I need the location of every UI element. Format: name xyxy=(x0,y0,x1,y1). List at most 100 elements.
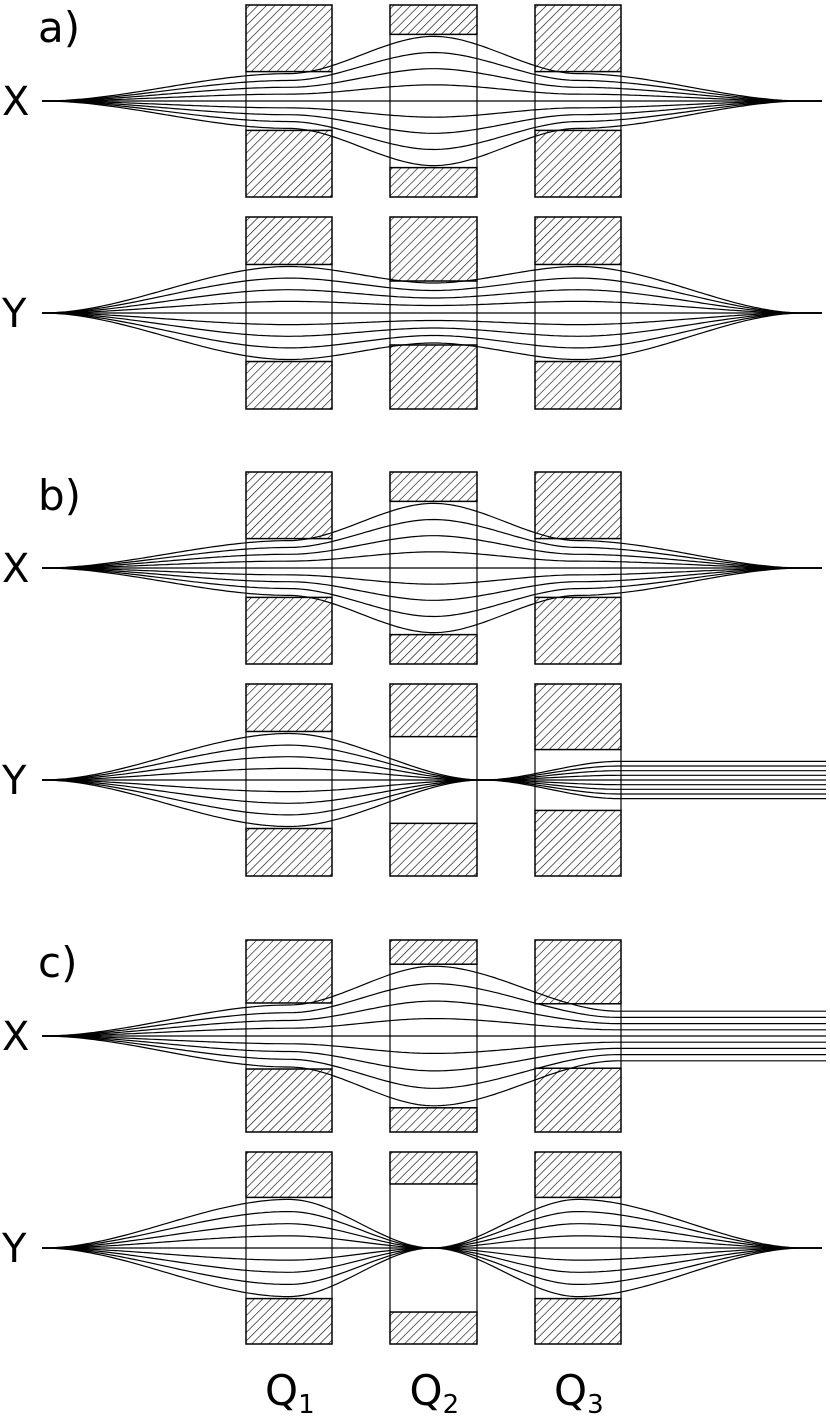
beam-ray xyxy=(42,1035,826,1072)
plane-label: Y xyxy=(1,291,27,337)
beam-ray xyxy=(42,1000,826,1037)
panel-label: b) xyxy=(38,471,81,520)
quadrupole-2 xyxy=(389,216,478,410)
beam-ray xyxy=(42,760,826,828)
quadrupole-1 xyxy=(245,1151,333,1345)
quadrupole-subscript: 2 xyxy=(443,1390,460,1420)
quadrupole-1 xyxy=(245,216,333,410)
beam-ray xyxy=(42,51,822,102)
quadrupole-name: Q xyxy=(410,1366,443,1415)
quadrupole-1 xyxy=(245,471,333,665)
plane-label: X xyxy=(2,546,29,592)
beam-ray xyxy=(42,312,822,326)
beam-ray xyxy=(42,35,822,102)
beam-ray xyxy=(42,1035,826,1054)
beam-ray xyxy=(42,756,826,790)
quadrupole-2 xyxy=(389,471,478,665)
pole-bottom xyxy=(245,1297,333,1345)
quadrupole-label: Q2 xyxy=(410,1366,460,1420)
beam-ray xyxy=(42,567,822,618)
pole-top xyxy=(534,216,622,266)
quadrupole-3 xyxy=(534,939,622,1133)
beam-ray xyxy=(42,1198,822,1298)
beam-ray xyxy=(42,289,822,314)
beam-ray xyxy=(42,502,822,569)
plane-label: X xyxy=(2,1014,29,1060)
quadrupole-name: Q xyxy=(265,1366,298,1415)
pole-bottom xyxy=(245,827,333,877)
pole-bottom xyxy=(389,633,478,665)
quadrupole-label: Q1 xyxy=(265,1366,315,1420)
pole-top xyxy=(245,683,333,733)
beam-row-y: Y xyxy=(1,683,826,877)
pole-top xyxy=(389,683,478,738)
quadrupole-1 xyxy=(245,4,333,198)
beam-ray xyxy=(42,68,822,102)
beam-ray xyxy=(42,1035,826,1107)
beam-ray xyxy=(42,744,826,795)
plane-label: Y xyxy=(1,1226,27,1272)
beam-row-x: X xyxy=(2,939,826,1133)
pole-top xyxy=(389,1151,478,1185)
beam-ray xyxy=(42,965,826,1037)
beam-ray xyxy=(42,100,822,167)
pole-bottom xyxy=(534,1297,622,1345)
quadrupole-3 xyxy=(534,471,622,665)
beam-ray xyxy=(42,765,826,816)
panel-b: b)X Y xyxy=(1,471,826,877)
beam-ray xyxy=(42,265,822,314)
beam-row-y: Y xyxy=(1,1151,822,1345)
pole-top xyxy=(245,939,333,1004)
quadrupole-subscript: 3 xyxy=(587,1390,604,1420)
quadrupole-1 xyxy=(245,939,333,1133)
pole-top xyxy=(534,4,622,73)
quadrupole-1 xyxy=(245,683,333,877)
beam-ray xyxy=(42,100,822,118)
plane-label: Y xyxy=(1,758,27,804)
beam-ray xyxy=(42,732,826,800)
beam-ray xyxy=(42,312,822,361)
quadrupole-2 xyxy=(389,4,478,198)
beam-ray xyxy=(42,770,826,804)
beam-ray xyxy=(42,100,822,151)
pole-top xyxy=(534,939,622,1005)
pole-top xyxy=(245,216,333,266)
pole-top xyxy=(245,1151,333,1199)
pole-top xyxy=(389,216,478,282)
pole-top xyxy=(534,683,622,751)
beam-row-y: Y xyxy=(1,216,822,410)
panel-label: c) xyxy=(38,938,77,987)
panel-c: c)X Y xyxy=(1,938,826,1345)
beam-row-x: X xyxy=(2,471,822,665)
beam-ray xyxy=(42,1035,826,1089)
pole-bottom xyxy=(534,1067,622,1133)
beam-ray xyxy=(42,767,826,786)
beam-ray xyxy=(42,277,822,314)
quadrupole-subscript: 1 xyxy=(298,1390,315,1420)
pole-top xyxy=(245,471,333,540)
quadrupole-3 xyxy=(534,216,622,410)
pole-top xyxy=(389,4,478,36)
pole-bottom xyxy=(534,596,622,665)
beam-ray xyxy=(42,84,822,102)
beam-ray xyxy=(42,567,822,585)
beam-ray xyxy=(42,535,822,569)
beam-ray xyxy=(42,567,822,634)
quadrupole-name: Q xyxy=(554,1366,587,1415)
plane-label: X xyxy=(2,79,29,125)
beam-ray xyxy=(42,1018,826,1037)
beam-ray xyxy=(42,312,822,337)
pole-top xyxy=(534,471,622,540)
quadrupole-3 xyxy=(534,1151,622,1345)
beam-ray xyxy=(42,300,822,314)
pole-bottom xyxy=(245,1068,333,1133)
beam-row-x: X xyxy=(2,4,822,198)
beam-ray xyxy=(42,567,822,601)
pole-top xyxy=(389,471,478,503)
pole-bottom xyxy=(534,809,622,877)
pole-bottom xyxy=(534,129,622,198)
panel-label: a) xyxy=(38,3,80,52)
pole-bottom xyxy=(245,596,333,665)
pole-bottom xyxy=(245,360,333,410)
